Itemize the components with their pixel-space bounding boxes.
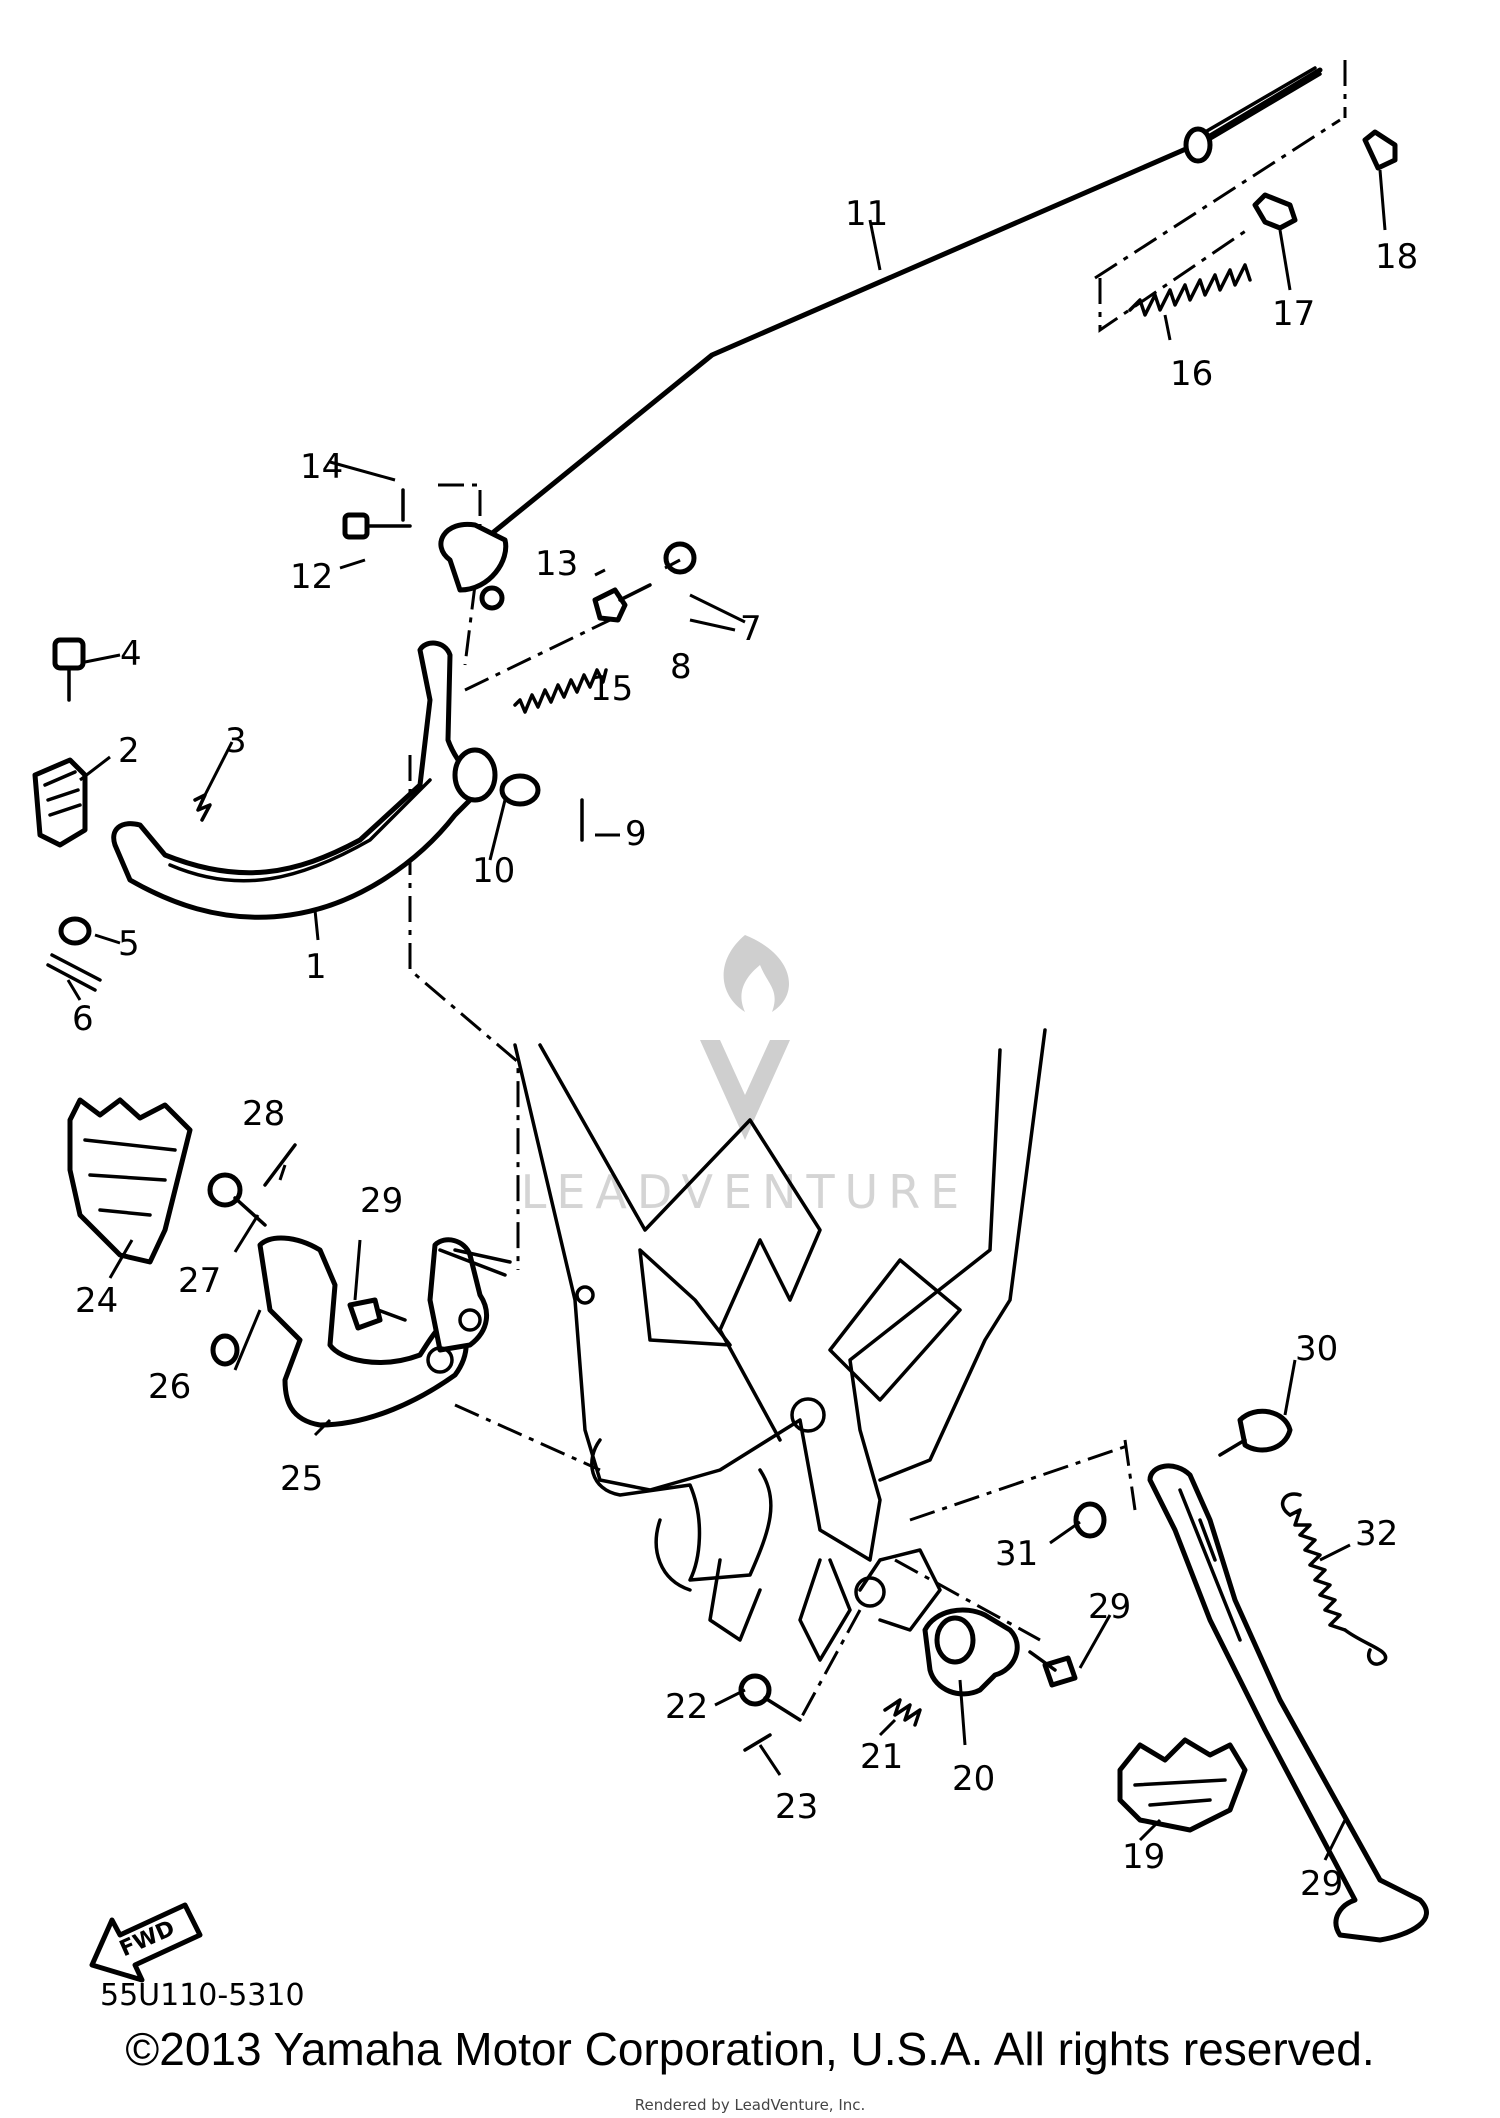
fwd-arrow-icon: FWD xyxy=(89,1902,203,1983)
callout-14: 14 xyxy=(300,447,343,487)
frame xyxy=(513,1028,1047,1662)
callout-15: 15 xyxy=(590,669,633,709)
callout-17: 17 xyxy=(1272,294,1315,334)
callout-18: 18 xyxy=(1375,237,1418,277)
leadventure-watermark: LEADVENTURE xyxy=(521,935,970,1219)
hardware xyxy=(46,129,1398,1752)
callout-28: 28 xyxy=(242,1094,285,1134)
callout-20: 20 xyxy=(952,1759,995,1799)
sidestand-bracket xyxy=(922,1607,1020,1697)
copyright-notice: ©2013 Yamaha Motor Corporation, U.S.A. A… xyxy=(125,2023,1375,2075)
pedal-tip xyxy=(32,757,88,848)
callout-27: 27 xyxy=(178,1261,221,1301)
callout-29-upper: 29 xyxy=(360,1181,403,1221)
callout-4: 4 xyxy=(120,634,142,674)
rendered-by-notice: Rendered by LeadVenture, Inc. xyxy=(634,2096,866,2114)
callout-8: 8 xyxy=(670,647,692,687)
callout-16: 16 xyxy=(1170,354,1213,394)
callout-30: 29 xyxy=(1300,1864,1343,1904)
assembly-lines xyxy=(408,60,1347,1721)
callout-3: 3 xyxy=(225,721,247,761)
callout-23: 23 xyxy=(775,1787,818,1827)
callout-2: 2 xyxy=(118,731,140,771)
callout-31: 30 xyxy=(1295,1329,1338,1369)
callout-32: 31 xyxy=(995,1534,1038,1574)
sidestand xyxy=(1147,1463,1429,1943)
callout-labels: 14 12 13 7 8 4 2 3 5 6 15 9 10 1 11 16 1… xyxy=(72,194,1418,1904)
callout-11: 11 xyxy=(845,194,888,234)
callout-10: 10 xyxy=(472,851,515,891)
footrest-left xyxy=(67,1097,193,1265)
callout-13: 13 xyxy=(535,544,578,584)
callout-25: 25 xyxy=(280,1459,323,1499)
callout-9: 9 xyxy=(625,814,647,854)
brake-pedal xyxy=(111,640,498,920)
part-code: 55U110-5310 xyxy=(100,1978,305,2013)
callout-26: 26 xyxy=(148,1367,191,1407)
callout-7: 7 xyxy=(740,609,762,649)
footrest-right xyxy=(1117,1737,1248,1833)
watermark-text: LEADVENTURE xyxy=(521,1165,970,1219)
callout-24: 24 xyxy=(75,1281,118,1321)
callout-29-lower: 29 xyxy=(1088,1587,1131,1627)
callout-19: 19 xyxy=(1122,1837,1165,1877)
brake-rod xyxy=(438,66,1323,593)
callout-5: 5 xyxy=(118,924,140,964)
callout-1: 1 xyxy=(305,947,327,987)
footrest-bracket xyxy=(257,1235,512,1428)
callout-22: 22 xyxy=(665,1687,708,1727)
callout-21: 21 xyxy=(860,1737,903,1777)
springs xyxy=(513,263,1388,1727)
callout-6: 6 xyxy=(72,999,94,1039)
callout-33: 32 xyxy=(1355,1514,1398,1554)
leader-lines xyxy=(66,169,1387,1861)
callout-12: 12 xyxy=(290,557,333,597)
